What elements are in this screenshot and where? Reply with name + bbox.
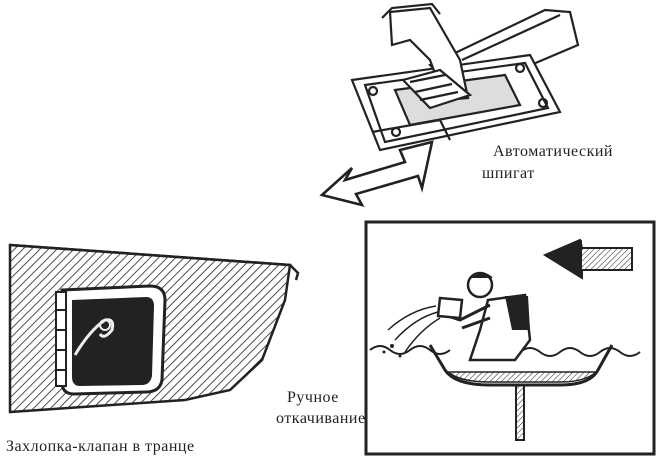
manual-bailing-label-line2: откачивание <box>276 410 366 427</box>
manual-bailing-label-line1: Ручное <box>287 389 339 406</box>
transom-flap-label: Захлопка-клапан в транце <box>6 438 195 455</box>
automatic-scupper-label-line2: шпигат <box>482 165 535 182</box>
transom-flap-drawing <box>8 243 300 414</box>
automatic-scupper-drawing <box>319 2 580 207</box>
manual-bailing-drawing <box>364 220 656 456</box>
automatic-scupper-label-line1: Автоматический <box>493 143 613 160</box>
